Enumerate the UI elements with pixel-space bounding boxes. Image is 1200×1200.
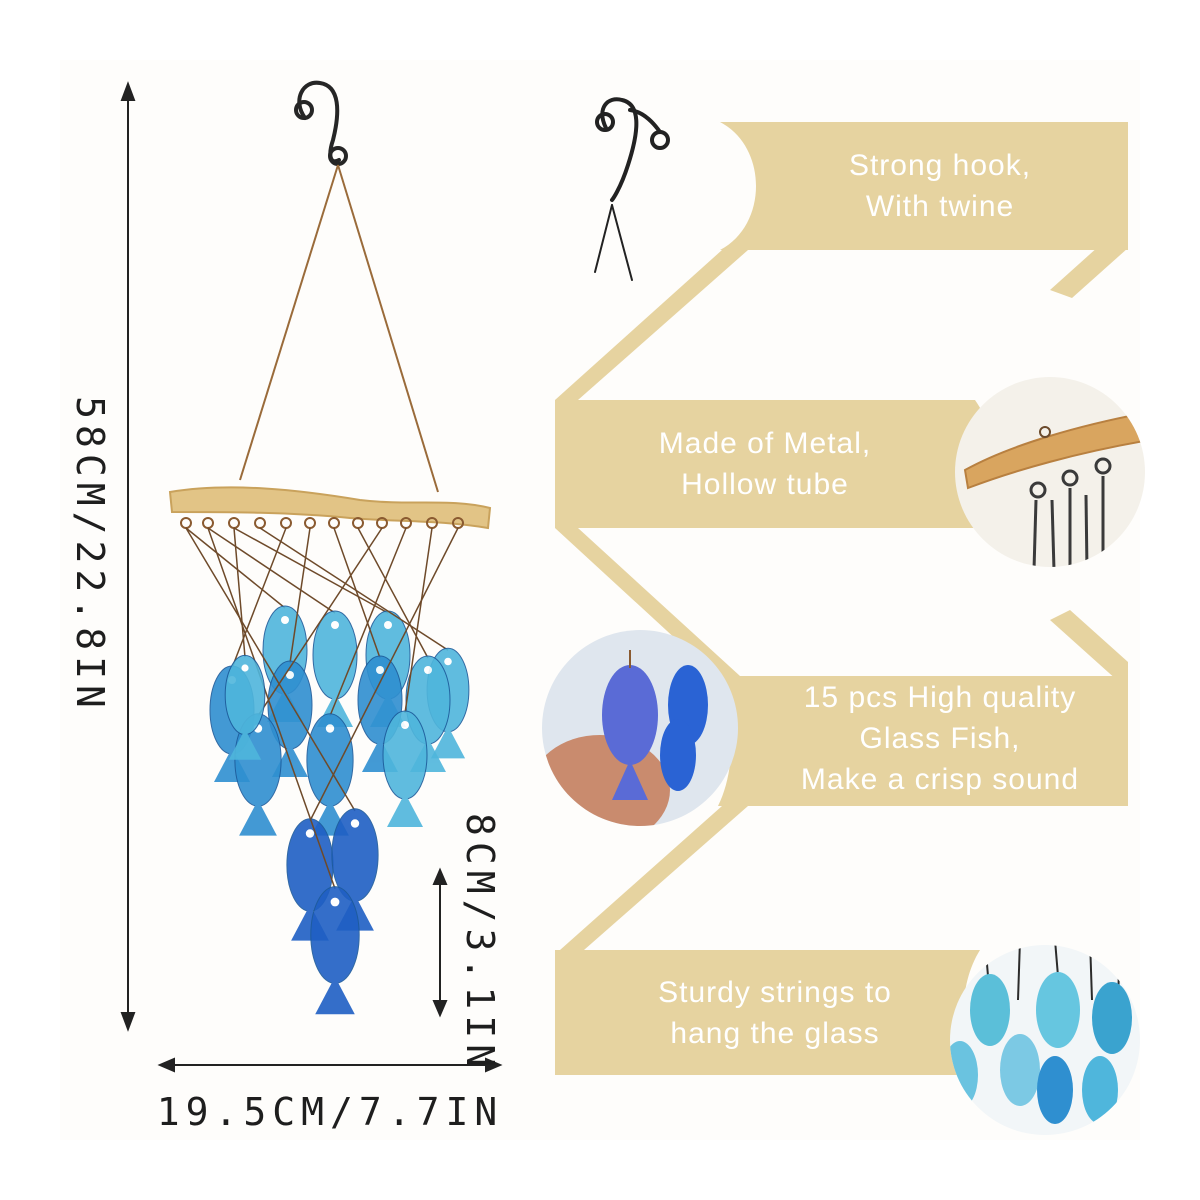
glass-fish bbox=[382, 710, 428, 827]
hook-ring bbox=[180, 517, 192, 529]
feature-line: Sturdy strings to bbox=[658, 976, 892, 1009]
feature-banner-connector bbox=[1050, 220, 1128, 298]
glass-fish bbox=[312, 610, 358, 727]
hook-ring bbox=[202, 517, 214, 529]
driftwood-bar bbox=[168, 486, 492, 530]
fish-string bbox=[233, 527, 389, 614]
feature-banner-tube bbox=[555, 400, 994, 528]
glass-fish-group bbox=[180, 517, 470, 1015]
fish-string bbox=[231, 527, 287, 669]
feature-line: Hollow tube bbox=[681, 468, 849, 501]
hanging-hook bbox=[294, 80, 348, 166]
feature-line: With twine bbox=[865, 190, 1015, 223]
fish-string bbox=[233, 527, 246, 658]
feature-text-hook: Strong hook, With twine bbox=[790, 145, 1090, 227]
feature-banner-strings bbox=[555, 950, 980, 1075]
fish-string bbox=[185, 527, 356, 812]
strings-detail-photo bbox=[950, 945, 1140, 1135]
hook-ring bbox=[328, 517, 340, 529]
feature-banner-connector bbox=[555, 528, 740, 676]
width-dimension-arrow bbox=[157, 1057, 503, 1073]
detail-hook-icon bbox=[594, 97, 670, 281]
glass-fish bbox=[224, 654, 266, 760]
height-dimension-arrow bbox=[120, 81, 136, 1032]
hand-fish-detail-photo bbox=[542, 630, 738, 826]
hook-ring bbox=[304, 517, 316, 529]
feature-banner-glass-fish bbox=[718, 676, 1128, 806]
fish-string bbox=[333, 527, 381, 659]
feature-line: 15 pcs High quality bbox=[803, 681, 1077, 714]
hook-ring bbox=[228, 517, 240, 529]
feature-line: Strong hook, bbox=[848, 149, 1032, 182]
feature-line: Glass Fish, bbox=[859, 722, 1021, 755]
fish-length-dimension-label: 8CM/3.1IN bbox=[458, 813, 502, 1073]
height-dimension-label: 58CM/22.8IN bbox=[68, 396, 112, 714]
feature-banner-connector bbox=[555, 250, 748, 400]
fish-string bbox=[309, 527, 459, 822]
fish-string bbox=[185, 527, 286, 609]
feature-line: hang the glass bbox=[670, 1017, 880, 1050]
fish-length-dimension-arrow bbox=[432, 867, 448, 1018]
fish-string bbox=[329, 527, 407, 717]
hanging-twine bbox=[239, 164, 439, 493]
fish-string bbox=[207, 527, 336, 890]
feature-banner-connector bbox=[560, 806, 748, 950]
fish-string bbox=[257, 527, 383, 717]
feature-line: Made of Metal, bbox=[658, 427, 872, 460]
hook-ring bbox=[280, 517, 292, 529]
feature-text-glass-fish: 15 pcs High quality Glass Fish, Make a c… bbox=[760, 677, 1120, 800]
feature-line: Make a crisp sound bbox=[800, 763, 1080, 796]
feature-banner-connector bbox=[1050, 610, 1128, 690]
fish-string bbox=[207, 527, 336, 614]
feature-banner-hook bbox=[720, 122, 1128, 250]
width-dimension-label: 19.5CM/7.7IN bbox=[156, 1090, 504, 1134]
hook-ring bbox=[254, 517, 266, 529]
feature-text-strings: Sturdy strings to hang the glass bbox=[600, 972, 950, 1054]
feature-text-tube: Made of Metal, Hollow tube bbox=[600, 423, 930, 505]
fish-string bbox=[289, 527, 311, 664]
fish-string bbox=[404, 527, 433, 714]
glass-fish bbox=[310, 886, 360, 1015]
tube-detail-photo bbox=[955, 377, 1145, 567]
